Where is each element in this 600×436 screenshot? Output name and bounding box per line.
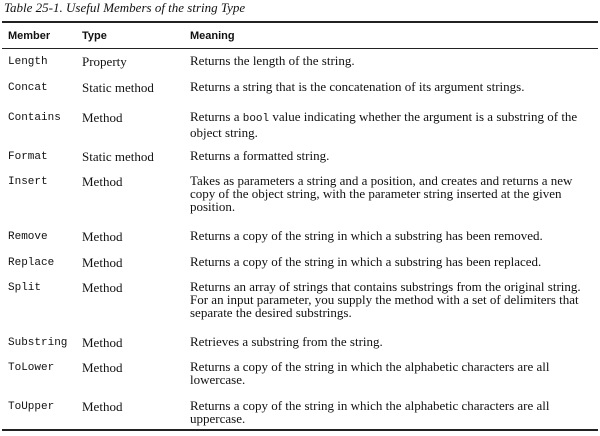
member-cell: Concat xyxy=(8,82,48,94)
meaning-cell: Returns a bool value indicating whether … xyxy=(190,110,598,139)
header-meaning: Meaning xyxy=(190,29,235,42)
type-cell: Method xyxy=(82,110,123,125)
meaning-text: value indicating whether the argument is… xyxy=(190,109,578,140)
member-cell: Format xyxy=(8,151,48,163)
member-cell: Length xyxy=(8,56,48,68)
meaning-cell: Returns an array of strings that contain… xyxy=(190,279,581,320)
table-row: Insert Method Takes as parameters a stri… xyxy=(2,170,598,225)
type-cell: Method xyxy=(82,174,123,189)
meaning-cell: Returns a copy of the string in which th… xyxy=(190,398,550,426)
table-row: Format Static method Returns a formatted… xyxy=(2,145,598,170)
members-table: Member Type Meaning Length Property Retu… xyxy=(2,21,598,431)
table-caption: Table 25-1. Useful Members of the string… xyxy=(4,0,246,15)
member-cell: Insert xyxy=(8,176,48,188)
table-header: Member Type Meaning xyxy=(2,23,598,49)
table-row: Length Property Returns the length of th… xyxy=(2,49,598,75)
table-row: ToLower Method Returns a copy of the str… xyxy=(2,356,598,395)
member-cell: ToUpper xyxy=(8,401,55,413)
type-cell: Method xyxy=(82,255,123,270)
table-row: Substring Method Retrieves a substring f… xyxy=(2,331,598,356)
type-cell: Static method xyxy=(82,149,154,164)
inline-code: bool xyxy=(242,113,270,125)
meaning-cell: Retrieves a substring from the string. xyxy=(190,334,383,349)
member-cell: Replace xyxy=(8,257,55,269)
type-cell: Method xyxy=(82,229,123,244)
table-row: ToUpper Method Returns a copy of the str… xyxy=(2,395,598,429)
type-cell: Property xyxy=(82,54,127,69)
meaning-text: Returns a xyxy=(190,109,243,124)
meaning-cell: Returns the length of the string. xyxy=(190,53,355,68)
table-row: Remove Method Returns a copy of the stri… xyxy=(2,225,598,251)
header-member: Member xyxy=(8,29,51,42)
meaning-cell: Returns a string that is the concatenati… xyxy=(190,79,525,94)
member-cell: Contains xyxy=(8,112,61,124)
meaning-cell: Returns a copy of the string in which th… xyxy=(190,359,550,387)
member-cell: Split xyxy=(8,282,42,294)
table-row: Contains Method Returns a bool value ind… xyxy=(2,105,598,145)
type-cell: Method xyxy=(82,280,123,295)
meaning-cell: Returns a copy of the string in which a … xyxy=(190,228,543,243)
table-row: Replace Method Returns a copy of the str… xyxy=(2,251,598,276)
member-cell: Substring xyxy=(8,337,68,349)
type-cell: Method xyxy=(82,360,123,375)
meaning-cell: Returns a copy of the string in which a … xyxy=(190,254,542,269)
header-type: Type xyxy=(82,29,107,42)
type-cell: Method xyxy=(82,399,123,414)
meaning-cell: Takes as parameters a string and a posit… xyxy=(190,173,573,214)
member-cell: Remove xyxy=(8,231,48,243)
table-row: Concat Static method Returns a string th… xyxy=(2,75,598,105)
member-cell: ToLower xyxy=(8,362,55,374)
table-row: Split Method Returns an array of strings… xyxy=(2,276,598,331)
type-cell: Method xyxy=(82,335,123,350)
meaning-cell: Returns a formatted string. xyxy=(190,148,330,163)
type-cell: Static method xyxy=(82,80,154,95)
